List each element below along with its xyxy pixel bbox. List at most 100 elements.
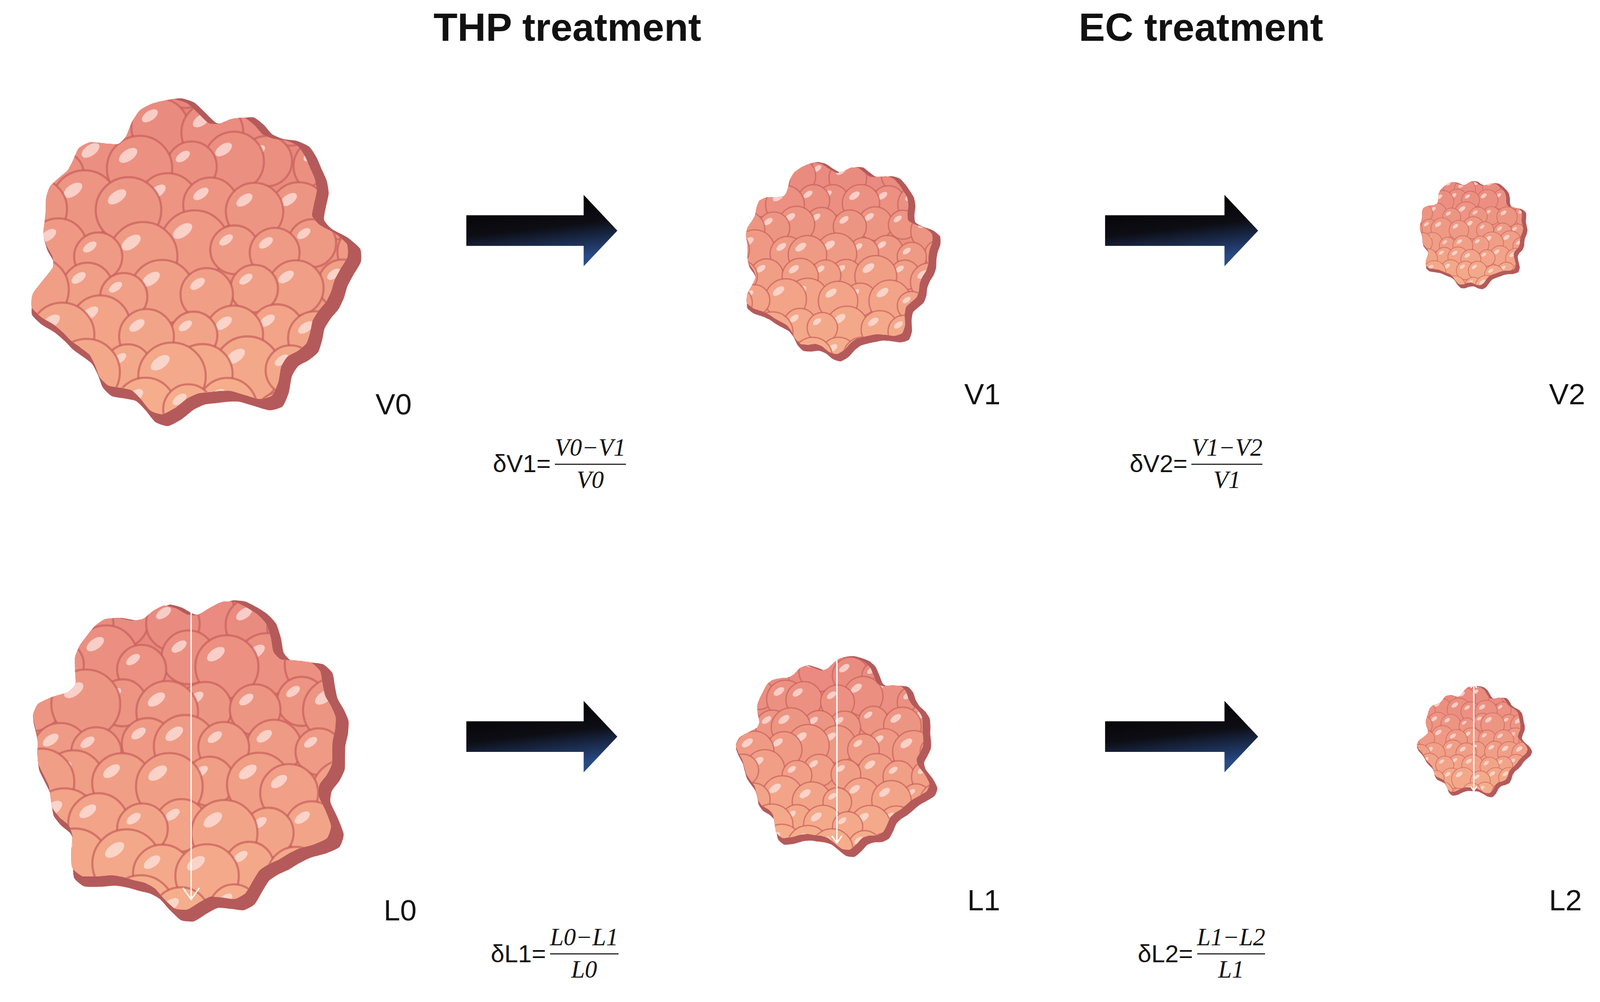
cell-highlight (1421, 279, 1428, 285)
cell-highlight (302, 735, 320, 750)
tumor-cell (1513, 176, 1536, 199)
cell-highlight (1433, 784, 1443, 793)
cell-highlight (1415, 235, 1423, 243)
tumor-cell (717, 285, 753, 321)
cell-highlight (719, 787, 732, 799)
tumor-shadow (1416, 686, 1532, 798)
cell-highlight (358, 682, 377, 699)
formula-prefix-slot: δL2= (1137, 940, 1193, 968)
cell-highlight (1461, 720, 1467, 726)
cell-highlight (887, 655, 904, 669)
tumor-cell (843, 337, 883, 377)
tumor-cell (1508, 671, 1527, 690)
tumor-cell (810, 828, 853, 871)
cell-highlight (292, 558, 316, 579)
volume-length-label: L0 (383, 895, 417, 926)
cell-highlight (851, 635, 862, 645)
tumor-cell (1523, 279, 1540, 296)
tumor-cell (1435, 672, 1454, 691)
tumor-cell (927, 681, 959, 713)
tumor-cell (1511, 262, 1536, 287)
cell-highlight (173, 148, 192, 165)
cell-highlight (272, 352, 291, 369)
tumor-body (1416, 686, 1528, 794)
cell-highlight (908, 346, 921, 357)
cell-highlight (1413, 771, 1423, 780)
cell-highlight (1478, 703, 1487, 712)
cell-highlight (1420, 251, 1428, 259)
tumor-cell (1409, 175, 1432, 199)
cell-highlight (1434, 221, 1443, 229)
cell-highlight (774, 241, 788, 253)
tumor-cell (713, 832, 746, 865)
tumor-cell (34, 880, 98, 944)
cell-highlight (1445, 743, 1453, 750)
tumor-cell (868, 336, 907, 374)
cell-highlight (1523, 673, 1531, 680)
tumor-cell (713, 631, 744, 662)
cell-highlight (40, 797, 66, 820)
cell-highlight (743, 344, 755, 356)
tumor-cell (895, 137, 928, 171)
tumor-cell (267, 596, 332, 661)
cell-highlight (744, 637, 756, 647)
cell-highlight (937, 811, 952, 824)
formula-numerator: V0−V1 (554, 434, 626, 462)
cell-highlight (1525, 281, 1532, 287)
cell-highlight (105, 186, 129, 208)
ruler-line (832, 836, 842, 844)
tumor-cell (0, 630, 51, 687)
cell-highlight (1511, 674, 1518, 680)
cell-highlight (1435, 193, 1444, 201)
treatment-heading: EC treatment (1079, 7, 1324, 48)
cell-highlight (257, 887, 280, 908)
cell-highlight (1516, 179, 1525, 187)
tumor-cell (1521, 193, 1542, 214)
tumor-cell (32, 383, 94, 445)
tumor-cell (899, 631, 930, 661)
cell-highlight (811, 316, 823, 327)
tumor-cell (1513, 772, 1534, 793)
cell-highlight (168, 66, 187, 82)
tumor-body (31, 99, 348, 415)
tumor-cell (358, 594, 412, 647)
cell-highlight (1521, 250, 1530, 258)
cell-highlight (1470, 263, 1478, 270)
tumor-cell (789, 632, 826, 669)
denominator-slot: L0 (571, 956, 598, 984)
tumor-cell (1525, 771, 1548, 793)
cell-highlight (1464, 757, 1473, 765)
cell-highlight (343, 880, 367, 901)
tumor-cell (924, 240, 953, 269)
cell-highlight (1423, 221, 1430, 227)
tumor-cell (713, 333, 755, 375)
cell-highlight (947, 269, 958, 279)
tumor-node: V1 (617, 71, 1106, 449)
fraction-bar (550, 953, 619, 955)
tumor-cell (322, 295, 386, 359)
cell-highlight (740, 736, 755, 750)
cell-highlight (1448, 732, 1457, 740)
cell-highlight (359, 846, 381, 866)
tumor-cell (1431, 279, 1448, 296)
cell-highlight (928, 244, 940, 254)
cell-highlight (1403, 166, 1412, 175)
cell-highlight (824, 286, 839, 300)
cell-highlight (1434, 166, 1442, 174)
cell-highlight (1482, 759, 1490, 767)
tumor-cell (315, 602, 363, 650)
cell-highlight (1502, 234, 1511, 242)
cell-highlight (1497, 704, 1504, 710)
cell-highlight (915, 268, 930, 281)
tumor-cell (920, 831, 955, 866)
cell-highlight (771, 190, 785, 204)
treatment-arrow (466, 701, 618, 773)
cell-highlight (1415, 206, 1423, 214)
cell-highlight (234, 190, 255, 210)
cell-highlight (873, 837, 886, 848)
cell-highlight (145, 762, 170, 785)
cell-highlight (912, 160, 926, 173)
tumor-cell (1514, 204, 1536, 227)
treatment-arrow (1105, 701, 1259, 773)
cell-highlight (78, 734, 97, 751)
